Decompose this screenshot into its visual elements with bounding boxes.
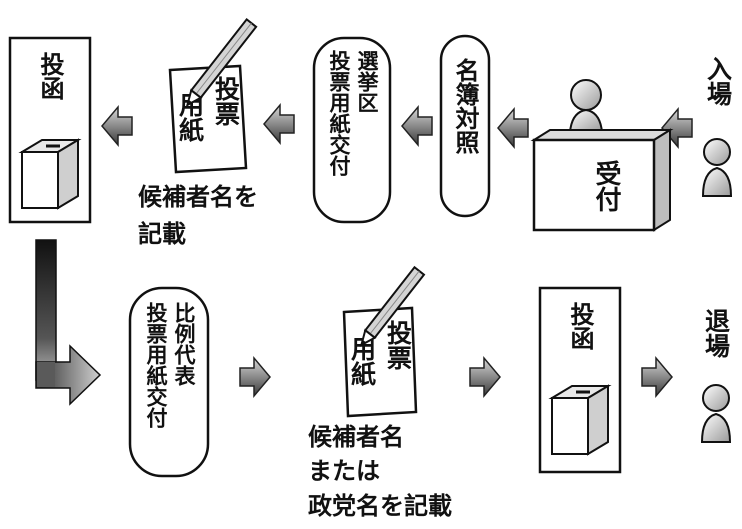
roll-check-label: 名簿対照 <box>451 57 479 155</box>
flow-arrow-left-icon <box>101 104 133 148</box>
reception-label: 受付 <box>591 159 621 212</box>
ballot-box-icon <box>548 384 612 456</box>
write-candidate-line1: 候補者名を <box>138 183 258 211</box>
district-ballot-issue-box <box>312 36 392 224</box>
district-ballot-issue-line1: 選挙区 <box>355 50 380 113</box>
bent-flow-arrow-icon <box>35 239 102 406</box>
exit-label: 退場 <box>702 308 731 359</box>
write-line3: 政党名を記載 <box>308 492 452 520</box>
flow-arrow-right-icon <box>239 355 271 399</box>
write-line1: 候補者名 <box>308 423 404 451</box>
flow-arrow-left-icon <box>401 104 433 148</box>
pr-ballot-issue-line2: 投票用紙交付 <box>144 301 168 429</box>
write-candidate-line2: 記載 <box>138 220 186 248</box>
ballot-paper-line1: 投票 <box>212 75 241 127</box>
flow-arrow-left-icon <box>263 102 295 146</box>
write-line2: または <box>308 457 380 485</box>
entrance-label: 入場 <box>704 56 733 107</box>
roll-check-box <box>439 34 491 218</box>
pencil-icon <box>185 17 258 108</box>
ballot-box-icon <box>18 138 82 210</box>
ballot-box-label: 投函 <box>36 52 64 100</box>
entrance-person-icon <box>701 138 733 197</box>
reception-desk <box>530 128 674 232</box>
ballot-box-label: 投函 <box>566 302 594 350</box>
flow-arrow-right-icon <box>641 355 673 399</box>
exit-person-icon <box>700 384 732 443</box>
ballot-paper-line1: 投票 <box>384 319 413 371</box>
pr-ballot-issue-box <box>128 286 210 478</box>
flow-arrow-left-icon <box>497 106 529 150</box>
pencil-icon <box>359 265 426 348</box>
district-ballot-issue-line2: 投票用紙交付 <box>327 49 351 177</box>
pr-ballot-issue-line1: 比例代表 <box>172 302 197 387</box>
reception-clerk-icon <box>568 79 604 133</box>
flow-arrow-right-icon <box>469 355 501 399</box>
